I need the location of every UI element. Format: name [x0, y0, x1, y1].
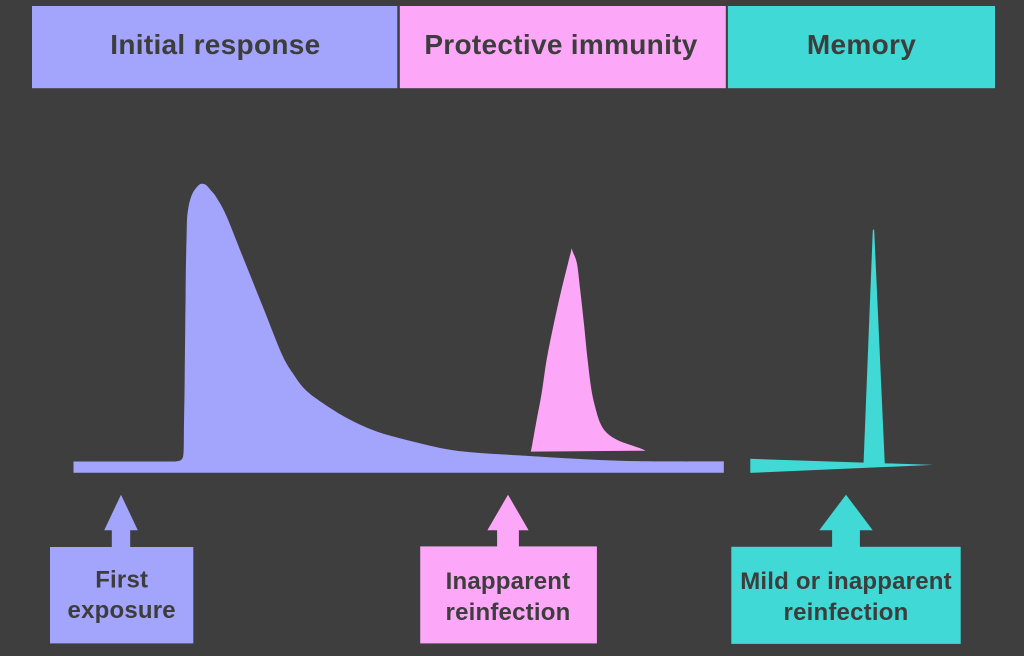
svg-text:Initial response: Initial response — [110, 29, 320, 60]
svg-text:Protective immunity: Protective immunity — [424, 29, 697, 60]
svg-text:Inapparent: Inapparent — [446, 568, 571, 595]
svg-text:reinfection: reinfection — [446, 599, 571, 626]
svg-text:reinfection: reinfection — [784, 599, 909, 626]
svg-text:Mild or inapparent: Mild or inapparent — [740, 568, 952, 595]
svg-text:Memory: Memory — [807, 29, 916, 60]
svg-text:exposure: exposure — [68, 597, 176, 624]
svg-text:First: First — [95, 567, 148, 594]
